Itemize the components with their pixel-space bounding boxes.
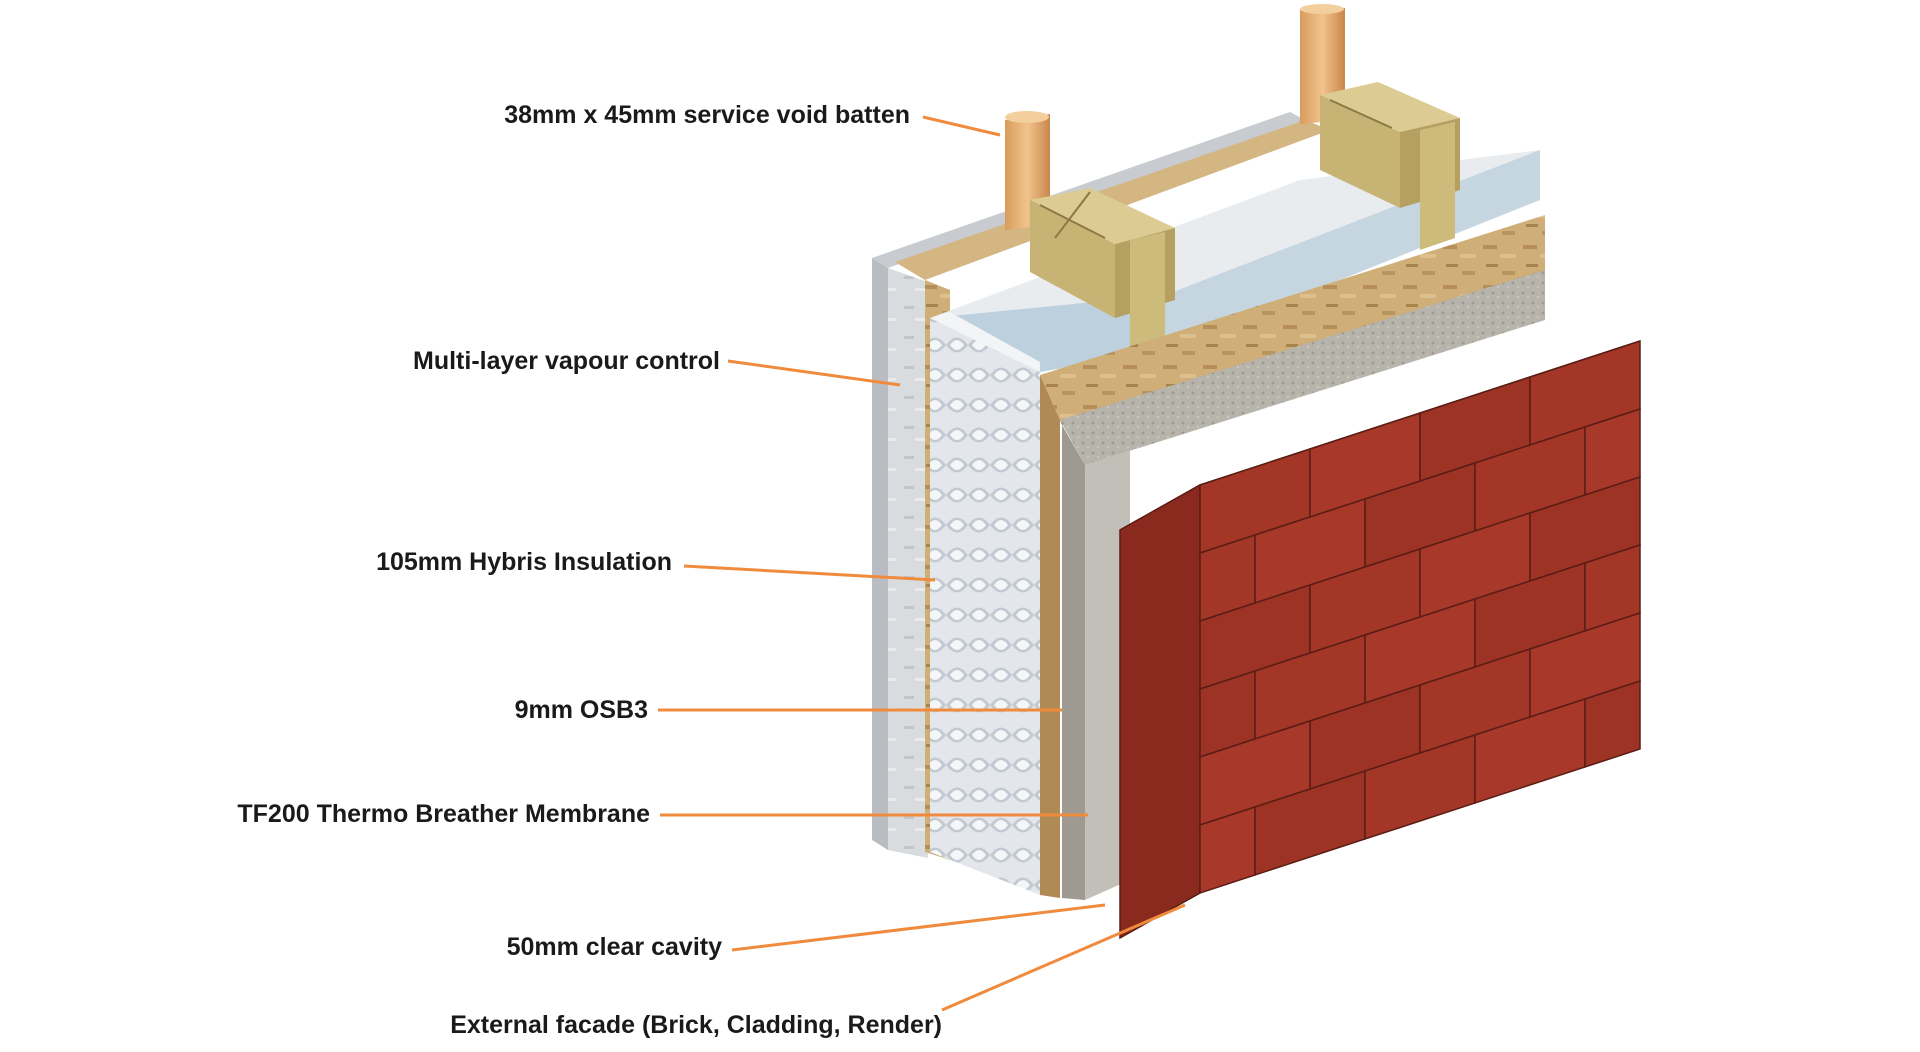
leader-insulation [683, 564, 936, 582]
leader-lines [658, 115, 1186, 1012]
wall-end [1119, 483, 1201, 940]
label-clear-cavity: 50mm clear cavity [506, 933, 722, 961]
label-external-facade: External facade (Brick, Cladding, Render… [450, 1011, 942, 1039]
label-vapour-control: Multi-layer vapour control [413, 347, 720, 375]
leader-batten [922, 115, 1001, 137]
hybris-insulation [930, 312, 1040, 895]
timber-studs [1130, 122, 1455, 372]
leader-cavity [731, 903, 1106, 952]
label-breather-membrane: TF200 Thermo Breather Membrane [237, 800, 650, 828]
leader-vapour [727, 359, 901, 387]
brick-facade [1119, 339, 1641, 940]
breather-membrane [1060, 270, 1545, 900]
label-hybris-insulation: 105mm Hybris Insulation [376, 548, 672, 576]
label-service-void-batten: 38mm x 45mm service void batten [504, 101, 910, 129]
label-osb3: 9mm OSB3 [514, 696, 648, 724]
brick [1584, 679, 1641, 769]
leader-facade [941, 903, 1186, 1012]
